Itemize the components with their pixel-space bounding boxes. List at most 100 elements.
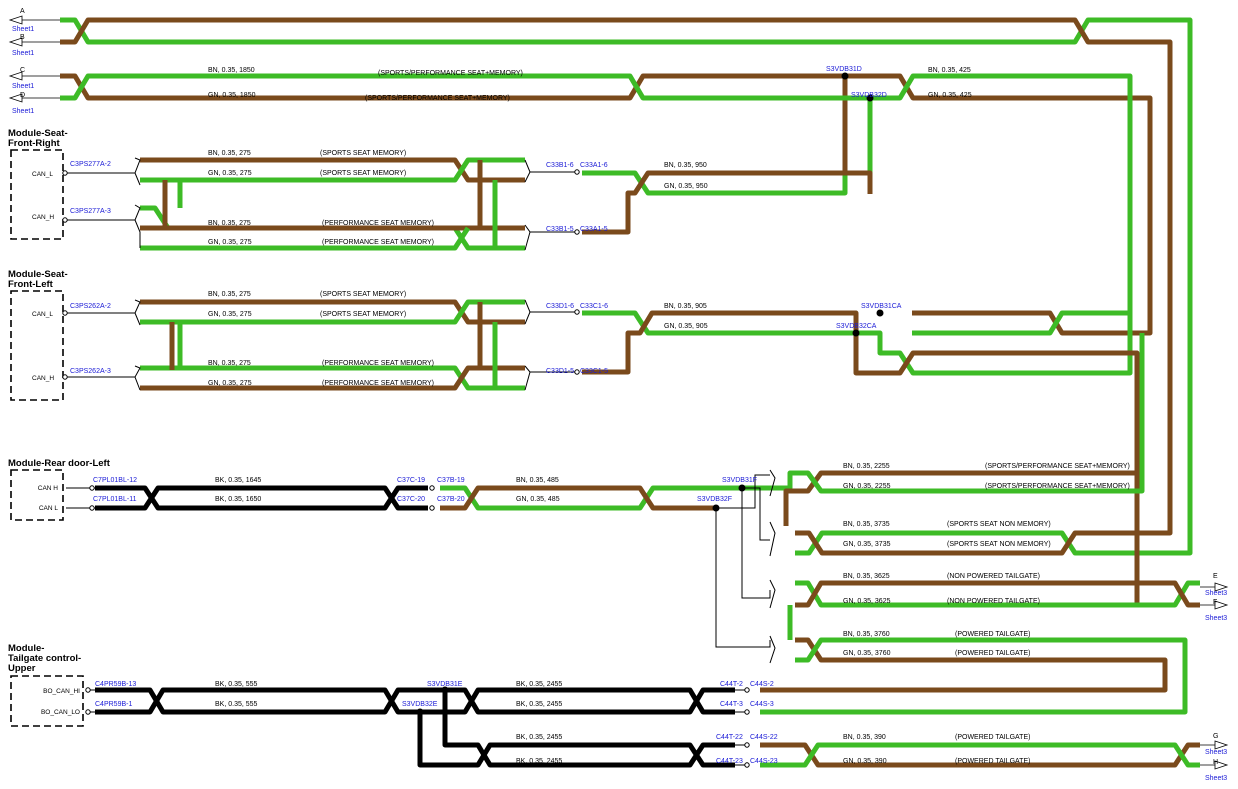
wire-bn3625 xyxy=(795,580,1200,608)
thin-f1 xyxy=(715,508,771,648)
wire-label-bn905: BN, 0.35, 905 xyxy=(664,303,707,310)
note-fr-perf2: (PERFORMANCE SEAT MEMORY) xyxy=(322,239,434,246)
fl-brace xyxy=(134,299,141,391)
conn-c37b20: C37B-20 xyxy=(437,496,465,503)
wire-label-bn425: BN, 0.35, 425 xyxy=(928,67,971,74)
note-3625-1: (NON POWERED TAILGATE) xyxy=(947,573,1040,580)
sheet-a-ref: Sheet1 xyxy=(12,26,34,33)
wire-label-bn485: BN, 0.35, 485 xyxy=(516,477,559,484)
conn-c37c20: C37C-20 xyxy=(397,496,425,503)
wire-label-bn950: BN, 0.35, 950 xyxy=(664,162,707,169)
wire-label-gn485: GN, 0.35, 485 xyxy=(516,496,560,503)
wire-gn2255 xyxy=(795,333,1145,494)
wire-bn950 xyxy=(582,170,873,235)
wire-label-fr-bn275b: BN, 0.35, 275 xyxy=(208,220,251,227)
note-390-2: (POWERED TAILGATE) xyxy=(955,758,1030,765)
module-tailgate-title3: Upper xyxy=(8,663,36,674)
wire-bk-lo xyxy=(95,687,735,715)
module-seat-fl-title1: Module-Seat- xyxy=(8,269,68,280)
conn-c3ps277a2: C3PS277A-2 xyxy=(70,161,111,168)
module-box-seat-fr xyxy=(10,149,64,240)
sheet-d-ref: Sheet1 xyxy=(12,108,34,115)
wire-label-bn1850: BN, 0.35, 1850 xyxy=(208,67,255,74)
splice-label-s32f: S3VDB32F xyxy=(697,496,732,503)
note-fl-perf2: (PERFORMANCE SEAT MEMORY) xyxy=(322,380,434,387)
note-fl-sports1: (SPORTS SEAT MEMORY) xyxy=(320,291,406,298)
thin-f3 xyxy=(742,487,770,541)
wire-bk2455a xyxy=(442,690,735,768)
wire-label-gn425: GN, 0.35, 425 xyxy=(928,92,972,99)
conn-c3ps262a2: C3PS262A-2 xyxy=(70,303,111,310)
wire-b-green xyxy=(60,17,1193,556)
splice-s32f xyxy=(712,504,720,512)
wire-bn390 xyxy=(760,742,1200,768)
conn-c3ps262a3: C3PS262A-3 xyxy=(70,368,111,375)
wire-gn485 xyxy=(440,485,742,511)
wire-label-bk555b: BK, 0.35, 555 xyxy=(215,701,258,708)
sheet-e-letter: E xyxy=(1213,573,1218,580)
sheet-d-letter: D xyxy=(20,92,25,99)
sheet-c-letter: C xyxy=(20,67,25,74)
module-tailgate-title2: Tailgate control- xyxy=(8,653,81,664)
pin-fr-can-l: CAN_L xyxy=(32,171,53,178)
wire-label-fr-gn275a: GN, 0.35, 275 xyxy=(208,170,252,177)
splice-s31ca xyxy=(876,309,884,317)
wire-label-gn3735: GN, 0.35, 3735 xyxy=(843,541,891,548)
wire-label-bk2455d: BK, 0.35, 2455 xyxy=(516,758,562,765)
wire-label-gn950: GN, 0.35, 950 xyxy=(664,183,708,190)
pin-tg-lo: BO_CAN_LO xyxy=(41,709,80,716)
splice-label-s31e: S3VDB31E xyxy=(427,681,463,688)
pin-tg-hi: BO_CAN_HI xyxy=(43,688,80,695)
module-tailgate-title1: Module- xyxy=(8,643,44,654)
wire-label-bn3625: BN, 0.35, 3625 xyxy=(843,573,890,580)
conn-c33c16: C33C1-6 xyxy=(580,303,608,310)
wire-label-bk1645: BK, 0.35, 1645 xyxy=(215,477,261,484)
tg-braces xyxy=(769,469,776,664)
note-fl-sports2: (SPORTS SEAT MEMORY) xyxy=(320,311,406,318)
conn-c4pr13: C4PR59B-13 xyxy=(95,681,136,688)
module-box-seat-fl xyxy=(10,290,64,401)
module-seat-fr-title2: Front-Right xyxy=(8,138,61,149)
conn-c44t23: C44T-23 xyxy=(716,758,743,765)
wire-a-brown xyxy=(60,17,1173,556)
wire-bk2455b xyxy=(417,712,735,768)
pin-fl-can-h: CAN_H xyxy=(32,375,54,382)
sheet-a-letter: A xyxy=(20,8,25,15)
wire-label-gn3625: GN, 0.35, 3625 xyxy=(843,598,891,605)
wire-label-gn2255: GN, 0.35, 2255 xyxy=(843,483,891,490)
splice-s32d xyxy=(866,94,874,102)
conn-c4pr1: C4PR59B-1 xyxy=(95,701,132,708)
splice-s31f xyxy=(738,484,746,492)
conn-c44t3: C44T-3 xyxy=(720,701,743,708)
wire-label-gn3760: GN, 0.35, 3760 xyxy=(843,650,891,657)
wire-label-fl-bn275b: BN, 0.35, 275 xyxy=(208,360,251,367)
wire-label-bk1650: BK, 0.35, 1650 xyxy=(215,496,261,503)
wire-label-gn905: GN, 0.35, 905 xyxy=(664,323,708,330)
wire-gn950 xyxy=(582,170,848,196)
offsheet-arrows-right xyxy=(1200,582,1229,770)
wire-label-fr-bn275a: BN, 0.35, 275 xyxy=(208,150,251,157)
conn-c37c19: C37C-19 xyxy=(397,477,425,484)
sheet-b-letter: B xyxy=(20,34,25,41)
wire-bn905 xyxy=(582,310,1140,605)
note-3735-2: (SPORTS SEAT NON MEMORY) xyxy=(947,541,1051,548)
wire-label-bn2255: BN, 0.35, 2255 xyxy=(843,463,890,470)
wire-bn425 xyxy=(845,73,1153,336)
splice-s31e xyxy=(441,686,449,694)
wire-label-gn1850: GN, 0.35, 1850 xyxy=(208,92,256,99)
pin-rd-can-h: CAN H xyxy=(38,485,59,492)
sheet-e-ref: Sheet3 xyxy=(1205,590,1227,597)
module-box-tailgate xyxy=(10,675,84,727)
wire-label-fl-bn275a: BN, 0.35, 275 xyxy=(208,291,251,298)
fr-brace xyxy=(134,157,141,248)
wire-label-bk2455c: BK, 0.35, 2455 xyxy=(516,734,562,741)
wire-bk1645 xyxy=(95,485,428,511)
sheet-h-letter: H xyxy=(1213,759,1218,766)
wire-label-bn390: BN, 0.35, 390 xyxy=(843,734,886,741)
conn-c33b16: C33B1-6 xyxy=(546,162,574,169)
conn-c33a16: C33A1-6 xyxy=(580,162,608,169)
conn-c7pl11: C7PL01BL-11 xyxy=(93,496,137,503)
module-rear-door-title: Module-Rear door-Left xyxy=(8,458,111,469)
splice-label-s31ca: S3VDB31CA xyxy=(861,303,902,310)
wire-label-bk555a: BK, 0.35, 555 xyxy=(215,681,258,688)
